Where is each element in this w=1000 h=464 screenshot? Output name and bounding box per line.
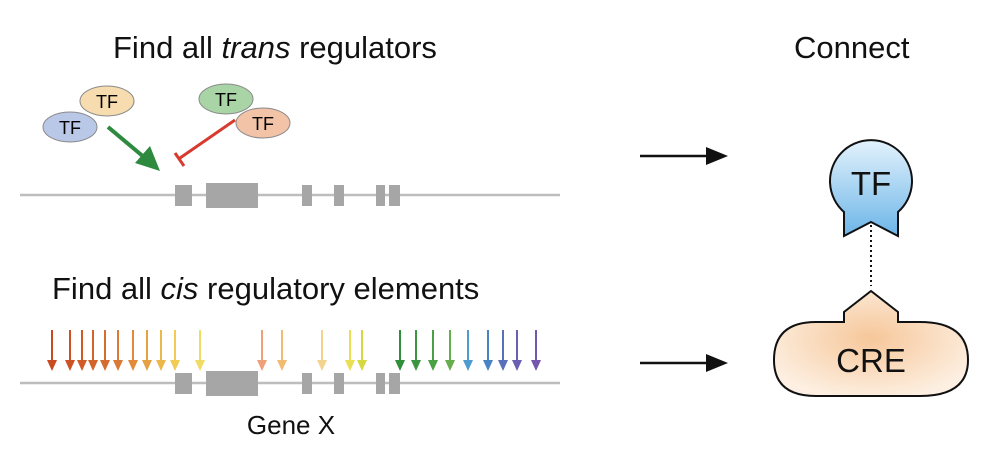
- tf-bubble-4: [235, 107, 291, 139]
- cis-heading: Find all cis regulatory elements: [52, 271, 479, 307]
- cis-arrow: [156, 330, 166, 371]
- tf-bubble-2: [42, 111, 98, 143]
- trans-heading-emph: trans: [221, 30, 291, 65]
- tf-bubble-3-label: TF: [215, 90, 237, 110]
- cis-element-arrows: [47, 330, 541, 371]
- connect-arrow-top: [640, 147, 728, 165]
- cis-arrow: [531, 330, 541, 371]
- cis-heading-post: regulatory elements: [198, 271, 480, 306]
- cis-arrow: [357, 330, 367, 371]
- cis-arrow: [128, 330, 138, 371]
- cis-arrow: [257, 330, 267, 371]
- cis-arrow: [88, 330, 98, 371]
- cis-arrow: [170, 330, 180, 371]
- gene-track-top: [20, 183, 560, 208]
- cis-arrow: [77, 330, 87, 371]
- cis-heading-emph: cis: [160, 271, 199, 306]
- cis-arrow: [512, 330, 522, 371]
- cis-arrow: [100, 330, 110, 371]
- cis-arrow: [317, 330, 327, 371]
- cis-arrow: [445, 330, 455, 371]
- trans-heading-pre: Find all: [113, 30, 222, 65]
- cis-arrow: [428, 330, 438, 371]
- cis-arrow: [483, 330, 493, 371]
- trans-heading: Find all trans regulators: [113, 30, 437, 66]
- cis-arrow: [395, 330, 405, 371]
- tf-bubble-1: [79, 85, 135, 117]
- cis-arrow: [498, 330, 508, 371]
- tf-bubble-1-label: TF: [96, 92, 118, 112]
- gene-track-bottom: [20, 371, 560, 396]
- cis-arrow: [195, 330, 205, 371]
- tf-glyph: TF: [829, 139, 913, 238]
- cis-arrow: [113, 330, 123, 371]
- activation-arrow: [106, 125, 160, 171]
- gene-label: Gene X: [247, 410, 335, 440]
- trans-tf-cluster: TF TF TF TF: [42, 83, 291, 143]
- cre-glyph-label: CRE: [836, 342, 906, 379]
- tf-glyph-label: TF: [851, 165, 891, 202]
- trans-heading-post: regulators: [290, 30, 437, 65]
- tf-bubble-2-label: TF: [59, 118, 81, 138]
- cis-arrow: [345, 330, 355, 371]
- cis-arrow: [411, 330, 421, 371]
- cis-arrow: [47, 330, 57, 371]
- cis-arrow: [463, 330, 473, 371]
- repression-arrow: [173, 118, 236, 167]
- cre-glyph: CRE: [772, 289, 970, 397]
- connect-heading: Connect: [794, 30, 910, 65]
- cis-arrow: [65, 330, 75, 371]
- tf-bubble-3: [198, 83, 254, 115]
- tf-bubble-4-label: TF: [252, 114, 274, 134]
- cis-arrow: [277, 330, 287, 371]
- cis-heading-pre: Find all: [52, 271, 161, 306]
- cis-arrow: [142, 330, 152, 371]
- connect-arrow-bottom: [640, 354, 728, 372]
